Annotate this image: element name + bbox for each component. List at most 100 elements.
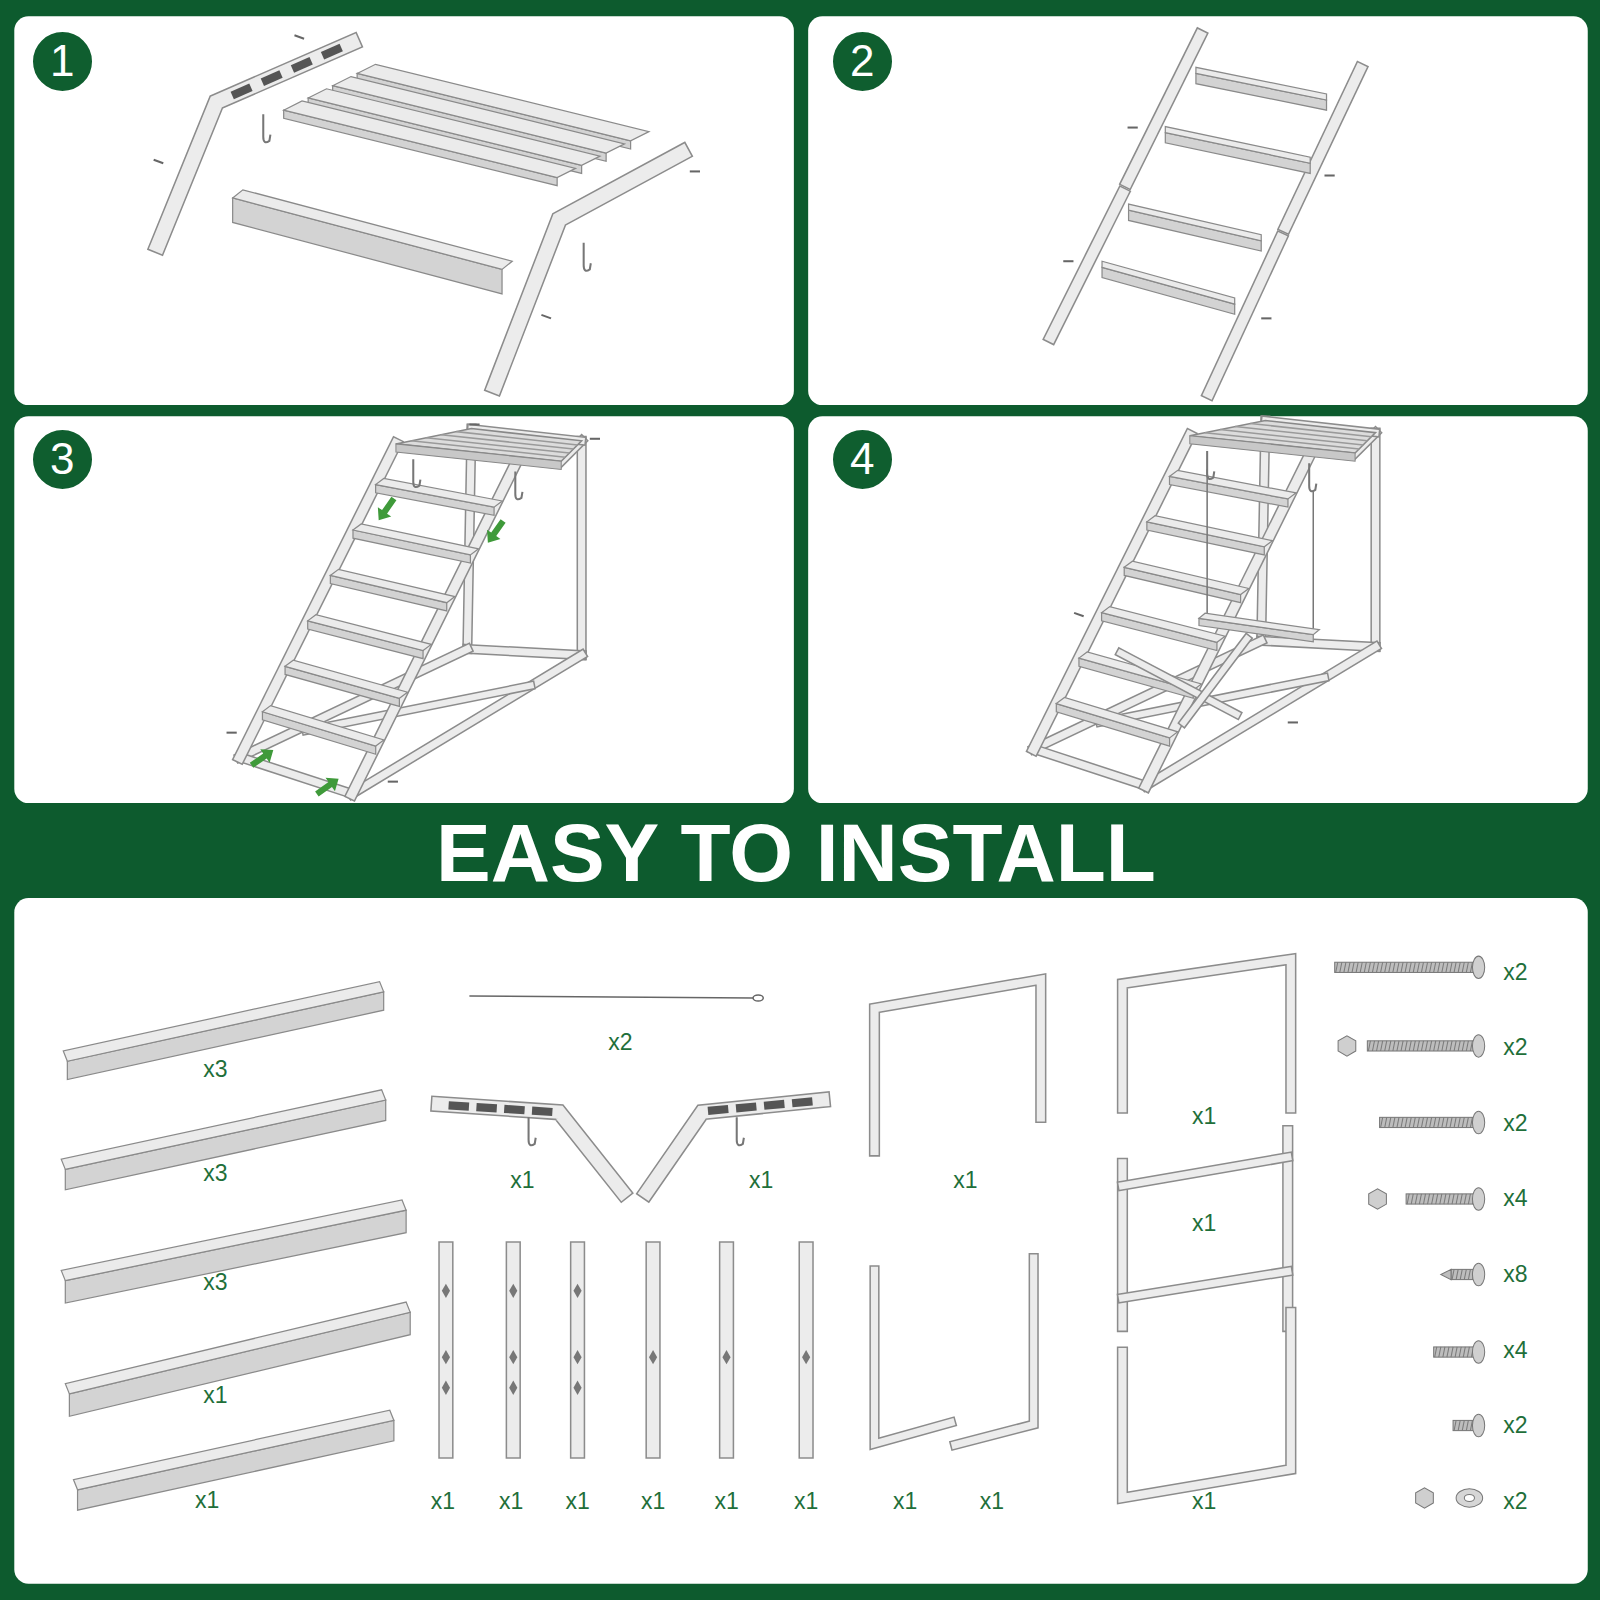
frame-tube (1372, 433, 1379, 647)
screw-head (1472, 1414, 1484, 1436)
thread (1439, 1347, 1441, 1357)
hole (573, 1381, 581, 1395)
thread (1462, 1117, 1464, 1127)
thread (1381, 962, 1383, 972)
wire-loop (753, 995, 763, 1001)
thread (1368, 962, 1370, 972)
frame-tube (467, 429, 471, 649)
screw (294, 35, 304, 38)
step-number-circle: 1 (30, 29, 95, 94)
frame-tube (1034, 749, 1146, 786)
screw (1128, 127, 1138, 129)
tenon-board-part (65, 1210, 406, 1303)
thread (1460, 1269, 1462, 1279)
cross-brace (1184, 639, 1247, 723)
rung-board (1196, 67, 1327, 100)
frame-part (1122, 1312, 1290, 1498)
thread (1463, 1347, 1465, 1357)
screw (1074, 613, 1084, 616)
quantity-label: x1 (893, 1490, 917, 1513)
thread (1446, 1117, 1448, 1127)
quantity-label: x1 (1192, 1212, 1216, 1235)
post-part (506, 1249, 521, 1451)
slot (448, 1101, 469, 1110)
hole (722, 1350, 730, 1364)
step-number: 4 (850, 437, 874, 481)
thread (1460, 1194, 1462, 1204)
thread (1401, 1041, 1403, 1051)
thread (1466, 1420, 1468, 1430)
screw-head (1472, 1035, 1484, 1057)
thread (1426, 962, 1428, 972)
quantity-label: x4 (1503, 1187, 1527, 1210)
thread (1458, 1420, 1460, 1430)
thread (1442, 1117, 1444, 1127)
frame-tube (1034, 436, 1190, 749)
thread (1454, 962, 1456, 972)
rung-board (1124, 561, 1249, 594)
frame-tube (1261, 641, 1375, 647)
post-part (647, 1249, 659, 1451)
frame-tube (467, 649, 581, 655)
thread (1344, 962, 1346, 972)
hole (573, 1350, 581, 1364)
quantity-label: x2 (1503, 1490, 1527, 1513)
thread (1454, 1041, 1456, 1051)
board-part (61, 1090, 385, 1170)
thread (1397, 1041, 1399, 1051)
deck-edge (396, 444, 561, 470)
step-panel (14, 16, 794, 405)
frame-part (1122, 959, 1290, 1108)
thread (1443, 1347, 1445, 1357)
thread (1413, 962, 1415, 972)
quantity-label: x2 (1503, 1414, 1527, 1437)
thread (1451, 1347, 1453, 1357)
frame-tube (240, 444, 396, 757)
post-part (800, 1249, 812, 1451)
rung-board (376, 478, 503, 507)
frame-tube (577, 441, 587, 655)
quantity-label: x1 (431, 1490, 455, 1513)
frame-part (874, 1270, 951, 1443)
thread (1434, 1117, 1436, 1127)
thread (1446, 962, 1448, 972)
thread (1413, 1041, 1415, 1051)
screw-tip (1441, 1269, 1451, 1279)
thread (1407, 1194, 1409, 1204)
thread (1455, 1347, 1457, 1357)
thread (1409, 1041, 1411, 1051)
thread (1462, 1420, 1464, 1430)
thread (1450, 1041, 1452, 1051)
thread (1389, 962, 1391, 972)
thread (1397, 962, 1399, 972)
banner-title: EASY TO INSTALL (436, 812, 1156, 894)
screw-head (1472, 1188, 1484, 1210)
screw-shank (1406, 1194, 1475, 1204)
screw (590, 438, 600, 440)
screw (690, 170, 700, 172)
thread (1409, 962, 1411, 972)
board-part (65, 1100, 385, 1190)
rung-board (1102, 261, 1235, 304)
rung-board (285, 660, 407, 698)
thread (1405, 1041, 1407, 1051)
board-part (63, 982, 383, 1062)
frame-part (955, 1258, 1034, 1445)
thread (1356, 962, 1358, 972)
thread (1393, 1117, 1395, 1127)
thread (1421, 1117, 1423, 1127)
thread (1458, 962, 1460, 972)
ladder-rail (1128, 36, 1200, 182)
frame-tube (1034, 436, 1190, 749)
thread (1458, 1041, 1460, 1051)
quantity-label: x8 (1503, 1263, 1527, 1286)
quantity-label: x1 (641, 1490, 665, 1513)
quantity-label: x3 (203, 1058, 227, 1081)
thread (1401, 1117, 1403, 1127)
nut (1369, 1189, 1387, 1209)
tenon-board-part (61, 1200, 406, 1281)
frame-tube (467, 649, 581, 655)
frame-part (1122, 1312, 1290, 1498)
thread (1434, 1041, 1436, 1051)
step-panel (14, 416, 794, 803)
